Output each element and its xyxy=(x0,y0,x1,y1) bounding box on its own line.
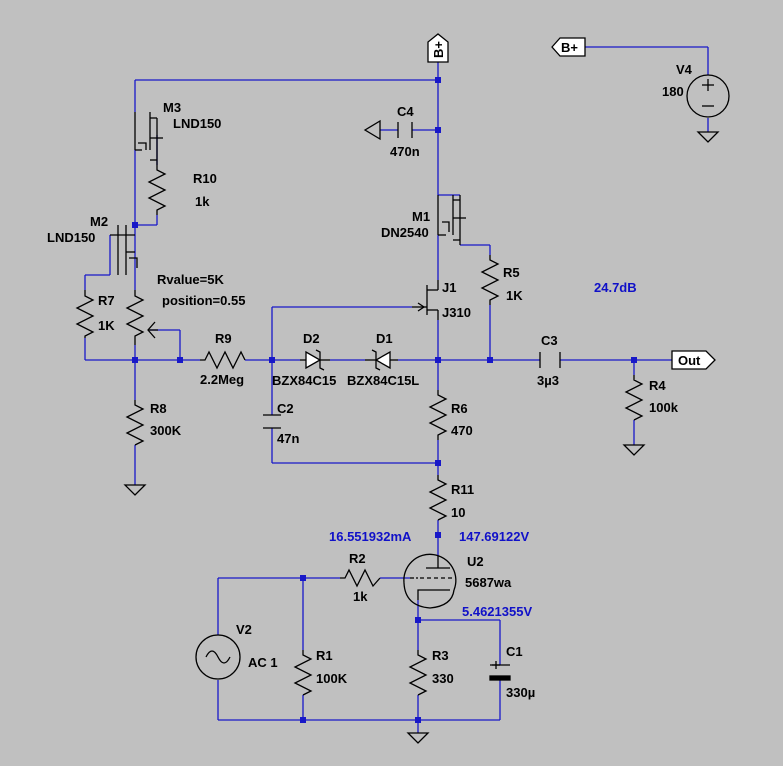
ground-cathode xyxy=(406,732,430,744)
resistor-r7: R7 1K xyxy=(75,290,115,338)
svg-text:C1: C1 xyxy=(506,644,523,659)
svg-text:R2: R2 xyxy=(349,551,366,566)
junction-dots xyxy=(132,77,637,723)
resistor-r4: R4 100k xyxy=(624,375,679,421)
mosfet-m2: M2 LND150 xyxy=(47,214,138,275)
zener-diode-d2: D2 BZX84C15 xyxy=(272,331,336,388)
resistor-r8: R8 300K xyxy=(125,400,182,446)
resistor-r3: R3 330 xyxy=(408,648,454,696)
svg-text:10: 10 xyxy=(451,505,465,520)
svg-text:1K: 1K xyxy=(506,288,523,303)
resistor-r1: R1 100K xyxy=(293,648,348,696)
svg-text:V2: V2 xyxy=(236,622,252,637)
gain-readout: 24.7dB xyxy=(594,280,637,295)
svg-text:1k: 1k xyxy=(353,589,368,604)
svg-text:C3: C3 xyxy=(541,333,558,348)
svg-text:470: 470 xyxy=(451,423,473,438)
svg-text:R4: R4 xyxy=(649,378,666,393)
svg-text:R11: R11 xyxy=(451,482,474,497)
svg-text:3µ3: 3µ3 xyxy=(537,373,559,388)
svg-text:position=0.55: position=0.55 xyxy=(162,293,245,308)
svg-text:C2: C2 xyxy=(277,401,294,416)
svg-text:B+: B+ xyxy=(431,41,446,58)
svg-text:Out: Out xyxy=(678,353,701,368)
ground-r4 xyxy=(622,444,646,456)
svg-text:D2: D2 xyxy=(303,331,320,346)
capacitor-c1: C1 330µ xyxy=(489,644,535,700)
svg-text:R6: R6 xyxy=(451,401,468,416)
capacitor-c4: C4 470n xyxy=(390,104,420,159)
svg-text:U2: U2 xyxy=(467,554,484,569)
resistor-r11: R11 10 xyxy=(428,475,474,521)
potentiometer: Rvalue=5K position=0.55 xyxy=(125,272,245,345)
svg-text:M2: M2 xyxy=(90,214,108,229)
zener-diode-d1: D1 BZX84C15L xyxy=(347,331,419,388)
svg-text:100k: 100k xyxy=(649,400,679,415)
bplus-label-v4: B+ xyxy=(551,37,586,57)
svg-text:300K: 300K xyxy=(150,423,182,438)
ground-symbols xyxy=(123,119,720,744)
svg-text:V4: V4 xyxy=(676,62,693,77)
svg-text:330: 330 xyxy=(432,671,454,686)
capacitor-c2: C2 47n xyxy=(263,401,299,446)
svg-text:180: 180 xyxy=(662,84,684,99)
svg-text:R7: R7 xyxy=(98,293,115,308)
ground-r8 xyxy=(123,484,147,496)
svg-text:R1: R1 xyxy=(316,648,333,663)
svg-text:D1: D1 xyxy=(376,331,393,346)
svg-text:2.2Meg: 2.2Meg xyxy=(200,372,244,387)
resistor-r9: R9 2.2Meg xyxy=(200,331,246,387)
mosfet-m3: M3 LND150 xyxy=(134,100,221,165)
mosfet-m1: M1 DN2540 xyxy=(381,195,466,245)
capacitor-c3: C3 3µ3 xyxy=(537,333,561,388)
resistor-r6: R6 470 xyxy=(428,390,473,440)
dc-source-v4: V4 180 xyxy=(662,62,730,118)
resistor-r2: R2 1k xyxy=(340,551,381,604)
svg-text:R8: R8 xyxy=(150,401,167,416)
svg-text:R9: R9 xyxy=(215,331,232,346)
svg-text:C4: C4 xyxy=(397,104,414,119)
svg-text:100K: 100K xyxy=(316,671,348,686)
cathode-voltage-readout: 5.4621355V xyxy=(462,604,532,619)
svg-text:J310: J310 xyxy=(442,305,471,320)
svg-text:BZX84C15: BZX84C15 xyxy=(272,373,336,388)
svg-text:330µ: 330µ xyxy=(506,685,535,700)
resistor-r10: R10 1k xyxy=(147,165,217,215)
svg-text:J1: J1 xyxy=(442,280,456,295)
svg-text:R5: R5 xyxy=(503,265,520,280)
svg-text:B+: B+ xyxy=(561,40,578,55)
plate-voltage-readout: 147.69122V xyxy=(459,529,529,544)
svg-text:470n: 470n xyxy=(390,144,420,159)
svg-text:BZX84C15L: BZX84C15L xyxy=(347,373,419,388)
bplus-label-top: B+ xyxy=(427,33,449,63)
svg-text:R10: R10 xyxy=(193,171,217,186)
svg-text:1K: 1K xyxy=(98,318,115,333)
svg-text:1k: 1k xyxy=(195,194,210,209)
plate-current-readout: 16.551932mA xyxy=(329,529,412,544)
ac-source-v2: V2 AC 1 xyxy=(195,622,278,680)
out-label: Out xyxy=(671,350,716,370)
svg-text:DN2540: DN2540 xyxy=(381,225,429,240)
svg-text:Rvalue=5K: Rvalue=5K xyxy=(157,272,224,287)
svg-text:47n: 47n xyxy=(277,431,299,446)
svg-text:LND150: LND150 xyxy=(47,230,95,245)
resistor-r5: R5 1K xyxy=(480,255,523,305)
svg-text:AC 1: AC 1 xyxy=(248,655,278,670)
svg-text:M3: M3 xyxy=(163,100,181,115)
svg-text:LND150: LND150 xyxy=(173,116,221,131)
svg-text:R3: R3 xyxy=(432,648,449,663)
jfet-j1: J1 J310 xyxy=(412,280,471,320)
ground-c4 xyxy=(363,119,381,141)
svg-text:5687wa: 5687wa xyxy=(465,575,512,590)
triode-u2: U2 5687wa xyxy=(403,553,512,609)
ground-v4 xyxy=(696,131,720,143)
svg-text:M1: M1 xyxy=(412,209,430,224)
